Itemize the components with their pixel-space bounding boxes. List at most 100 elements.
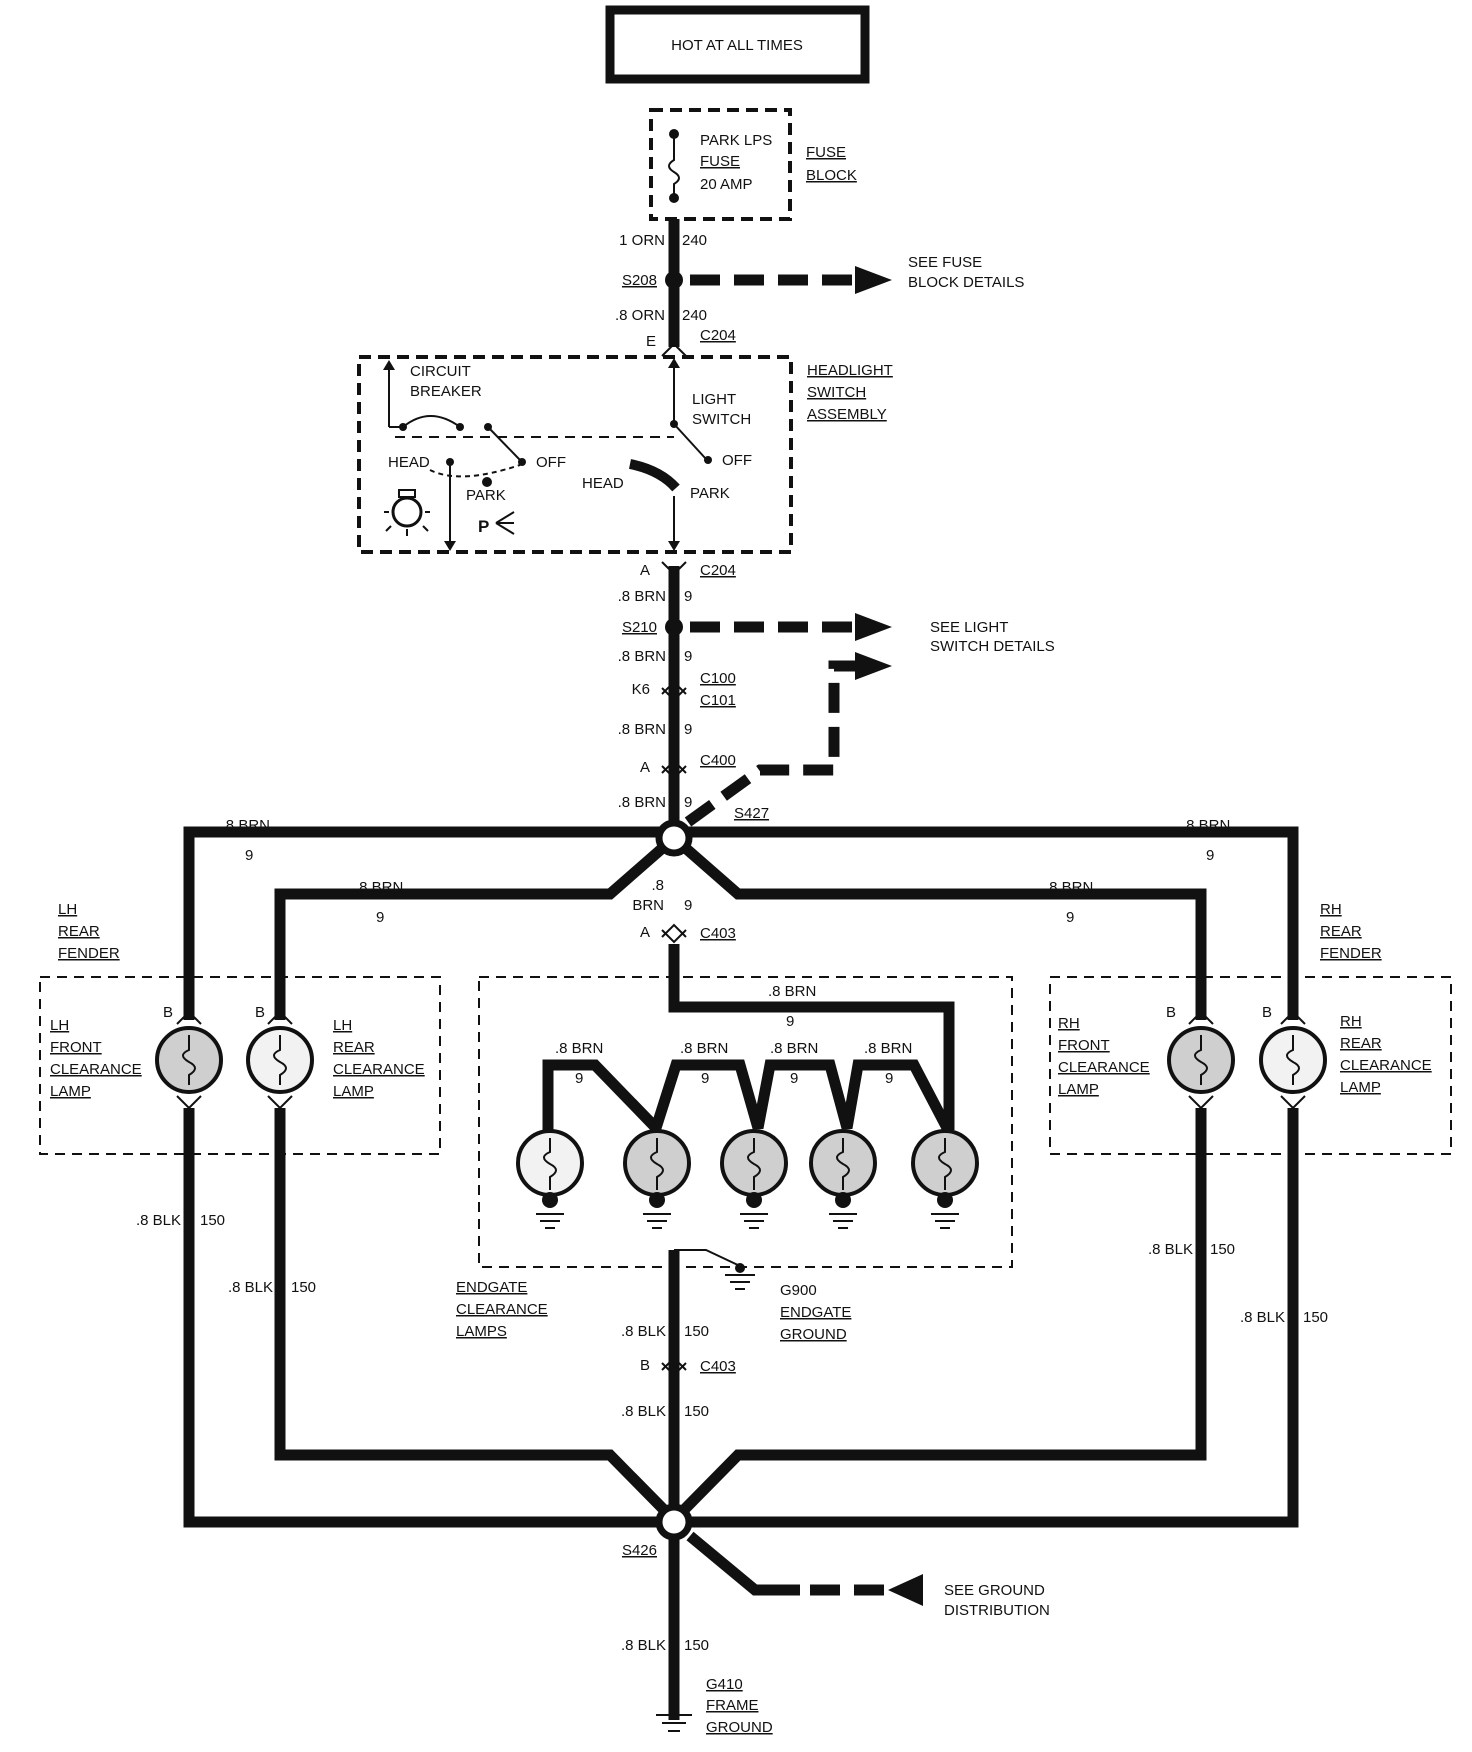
fuse-type: FUSE (700, 153, 740, 170)
fuse-block-label-1: FUSE (806, 144, 846, 161)
wire-number-9-3: 9 (684, 721, 692, 738)
wire-number-9-rh-rear: 9 (1206, 847, 1214, 864)
splice-s208-label: S208 (622, 272, 657, 289)
splice-s427: S427 .8 BRN 9 .8 BRN 9 .8 BRN 9 .8 BRN 9… (183, 805, 1299, 1020)
wire-label-brn-eg3: .8 BRN (770, 1040, 818, 1057)
endgate-lamp-3 (720, 1129, 788, 1229)
park-p-symbol: P (478, 517, 489, 536)
splice-s426-label: S426 (622, 1542, 657, 1559)
switch-off-left: OFF (536, 454, 566, 471)
wire-label-blk-c2: .8 BLK (621, 1403, 666, 1420)
see-fuse-ref-2: BLOCK DETAILS (908, 274, 1024, 291)
arrow-right-icon (855, 652, 892, 680)
see-fuse-ref-1: SEE FUSE (908, 254, 982, 271)
parking-lamp-icon: P (478, 511, 515, 536)
wire-number-9-eg1: 9 (575, 1070, 583, 1087)
pin-b-rh-rear: B (1262, 1004, 1272, 1021)
wire-number-9-rh-front: 9 (1066, 909, 1074, 926)
connector-c204-bottom: A C204 (640, 561, 736, 579)
lh-front-label-4: LAMP (50, 1083, 91, 1100)
fuse-symbol (668, 134, 680, 198)
hot-at-all-times-box: HOT AT ALL TIMES (605, 5, 870, 84)
pin-b-lh-front: B (163, 1004, 173, 1021)
endgate-clearance-lamps-label: ENDGATE CLEARANCE LAMPS (456, 1279, 548, 1340)
arrow-left-icon (888, 1574, 923, 1606)
wire-number-150-rh-front: 150 (1210, 1241, 1235, 1258)
wire-number-150-rh-rear: 150 (1303, 1309, 1328, 1326)
rh-rear-clearance-lamp: B RH REAR CLEARANCE LAMP (1259, 1004, 1432, 1110)
filament-icon (836, 1138, 850, 1190)
wire-number-9-eg2: 9 (701, 1070, 709, 1087)
connector-c400: A C400 (640, 652, 892, 827)
wire-label-brn-rh-rear: .8 BRN (1182, 817, 1230, 834)
see-light-ref-1: SEE LIGHT (930, 619, 1008, 636)
wire-label-brn-eg4: .8 BRN (864, 1040, 912, 1057)
connector-c204-top: E C204 (646, 327, 736, 357)
filament-icon (938, 1138, 952, 1190)
wire-label-blk-c1: .8 BLK (621, 1323, 666, 1340)
pin-k6: K6 (632, 681, 650, 698)
pin-b-rh-front: B (1166, 1004, 1176, 1021)
lh-front-clearance-lamp: B LH FRONT CLEARANCE LAMP (50, 1004, 223, 1110)
ground-g410: G410 FRAME GROUND (656, 1676, 773, 1736)
fuse-name: PARK LPS (700, 132, 772, 149)
connector-c403-bottom: B C403 (640, 1356, 736, 1377)
lh-rear-clearance-lamp: B LH REAR CLEARANCE LAMP (246, 1004, 425, 1110)
ground-circuit-150: S426 SEE GROUND DISTRIBUTION .8 BLK 150 … (136, 1108, 1328, 1720)
filament-icon (747, 1138, 761, 1190)
connector-c403-top: A C403 (640, 923, 736, 944)
g410-label: G410 (706, 1676, 743, 1693)
lh-fender-1: LH (58, 901, 77, 918)
filament-icon (650, 1138, 664, 1190)
assembly-label-1: HEADLIGHT (807, 362, 893, 379)
ground-g900: G900 ENDGATE GROUND (674, 1249, 851, 1343)
wire-number-9-center: 9 (684, 897, 692, 914)
lh-rear-label-1: LH (333, 1017, 352, 1034)
park-lamp-circuit-9: .8 BRN 9 .8 BRN 9 .8 BRN 9 .8 BRN 9 (618, 566, 692, 838)
lh-rear-label-4: LAMP (333, 1083, 374, 1100)
wire-number-150-c3: 150 (684, 1637, 709, 1654)
endgate-feed-wiring: .8 BRN 9 .8 BRN 9 .8 BRN 9 .8 BRN 9 .8 B… (542, 944, 955, 1139)
wire-label-blk-c3: .8 BLK (621, 1637, 666, 1654)
splice-s208: S208 SEE FUSE BLOCK DETAILS (622, 254, 1024, 294)
wire-number-9-lh-rear: 9 (376, 909, 384, 926)
connector-c403-label-top: C403 (700, 925, 736, 942)
wire-label-brn-eg2: .8 BRN (680, 1040, 728, 1057)
wire-label-1-orn: 1 ORN (619, 232, 665, 249)
rh-rear-label-4: LAMP (1340, 1079, 1381, 1096)
wire-number-150-c2: 150 (684, 1403, 709, 1420)
rh-rear-fender-label: RH REAR FENDER (1320, 901, 1382, 962)
wire-number-9-2: 9 (684, 648, 692, 665)
connector-c100-c101: K6 C100 C101 (632, 670, 736, 709)
connector-c204-label-bottom: C204 (700, 562, 736, 579)
lh-front-label-2: FRONT (50, 1039, 102, 1056)
rh-front-clearance-lamp: B RH FRONT CLEARANCE LAMP (1058, 1004, 1235, 1110)
wire-label-brn-rh-front: .8 BRN (1045, 879, 1093, 896)
rh-rear-label-1: RH (1340, 1013, 1362, 1030)
wire-label-brn-1: .8 BRN (618, 588, 666, 605)
wire-label-brn-3: .8 BRN (618, 721, 666, 738)
wire-label-08-center: .8 (651, 877, 664, 894)
pin-a-c204: A (640, 562, 650, 579)
rh-rear-label-2: REAR (1340, 1035, 1382, 1052)
wire-number-150-lh-front: 150 (200, 1212, 225, 1229)
circuit-breaker-symbol (402, 415, 461, 428)
wire-label-blk-lh-front: .8 BLK (136, 1212, 181, 1229)
wire-label-brn-center: BRN (632, 897, 664, 914)
connector-c403-label-bottom: C403 (700, 1358, 736, 1375)
rh-fender-2: REAR (1320, 923, 1362, 940)
hot-at-all-times-label: HOT AT ALL TIMES (671, 37, 803, 54)
pin-b-lh-rear: B (255, 1004, 265, 1021)
wire-number-240-top: 240 (682, 232, 707, 249)
lh-fender-2: REAR (58, 923, 100, 940)
lh-front-label-3: CLEARANCE (50, 1061, 142, 1078)
wire-label-blk-rh-front: .8 BLK (1148, 1241, 1193, 1258)
circuit-breaker-label-2: BREAKER (410, 383, 482, 400)
wire-label-brn-endgate-main: .8 BRN (768, 983, 816, 1000)
wire-number-9-lh-front: 9 (245, 847, 253, 864)
lh-fender-3: FENDER (58, 945, 120, 962)
endgate-lamp-1 (516, 1129, 584, 1229)
wire-number-9-1: 9 (684, 588, 692, 605)
wire-label-brn-2: .8 BRN (618, 648, 666, 665)
assembly-label-2: SWITCH (807, 384, 866, 401)
